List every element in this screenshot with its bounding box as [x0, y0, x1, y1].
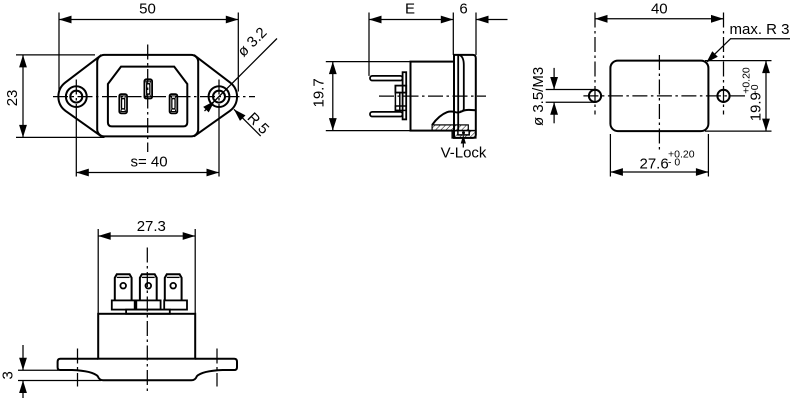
svg-text:6: 6 [459, 1, 467, 18]
svg-text:27.6: 27.6 [640, 155, 669, 172]
svg-text:s= 40: s= 40 [130, 154, 167, 171]
svg-text:E: E [405, 1, 415, 18]
svg-text:- 0: - 0 [668, 157, 680, 169]
svg-text:max. R 3: max. R 3 [730, 21, 790, 38]
svg-text:27.3: 27.3 [137, 218, 166, 235]
svg-text:+0.20: +0.20 [741, 67, 753, 94]
svg-text:+0.20: +0.20 [668, 149, 695, 161]
svg-text:ø 3.5/M3: ø 3.5/M3 [530, 67, 547, 126]
svg-text:-0: -0 [749, 84, 761, 93]
svg-text:3: 3 [0, 371, 17, 379]
svg-text:50: 50 [139, 1, 156, 18]
svg-text:19.9: 19.9 [748, 92, 765, 121]
svg-text:V-Lock: V-Lock [441, 145, 487, 162]
svg-text:40: 40 [651, 1, 668, 18]
svg-text:19.7: 19.7 [311, 78, 328, 107]
svg-text:23: 23 [4, 90, 21, 107]
